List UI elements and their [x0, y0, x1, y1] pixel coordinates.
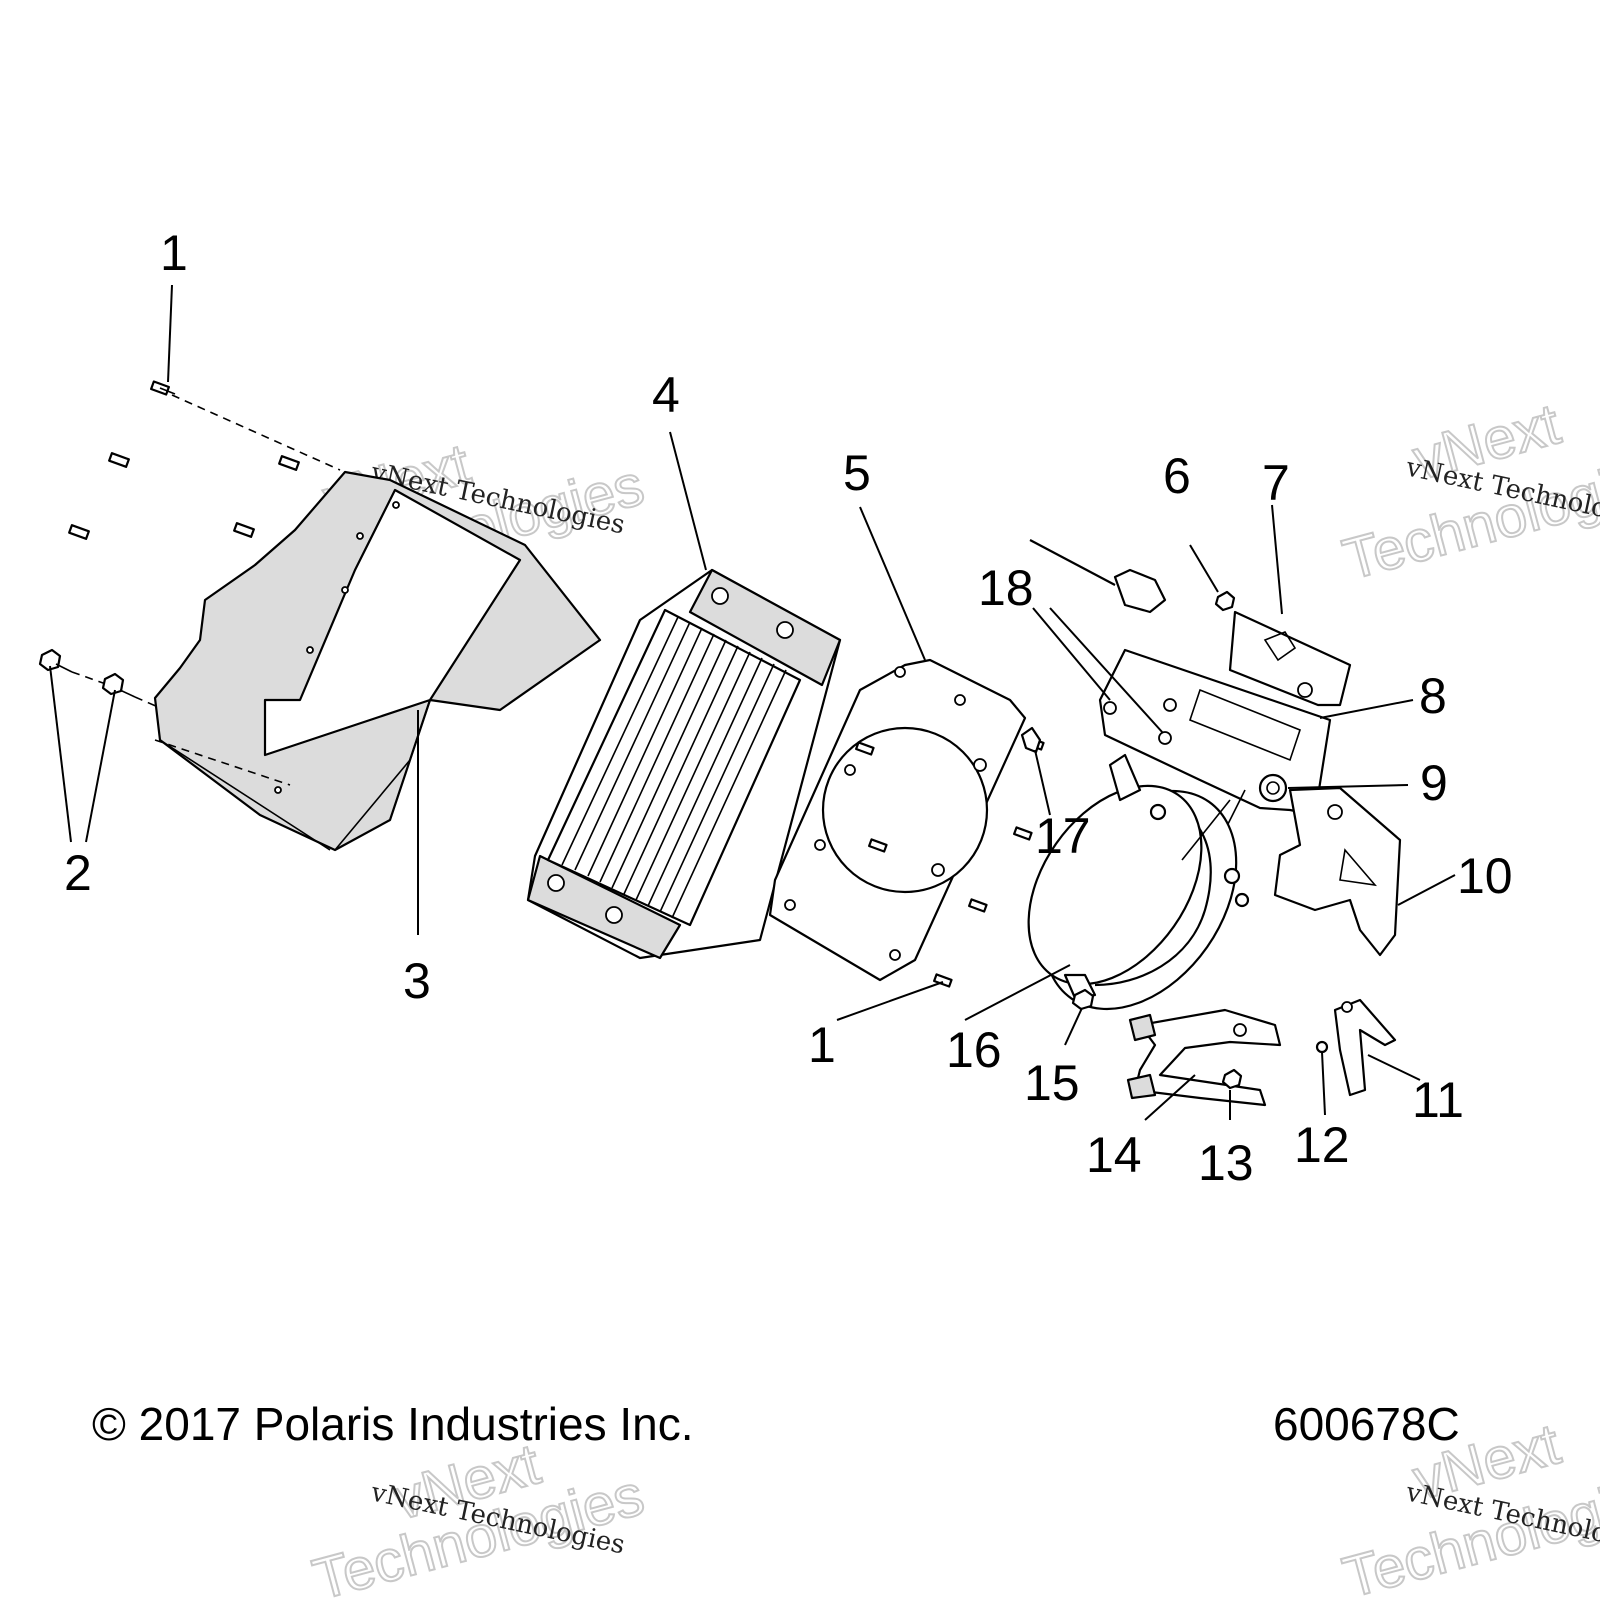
callout-1-bottom: 1	[808, 1017, 836, 1073]
part-rivet-group-top	[68, 380, 341, 540]
rivet-icon	[68, 524, 90, 540]
part-bracket-10	[1273, 786, 1402, 957]
screw-icon	[1149, 803, 1167, 821]
callout-7: 7	[1262, 455, 1290, 511]
part-screw-13	[1221, 1068, 1243, 1090]
part-fan	[1027, 753, 1238, 1011]
rivet-icon	[933, 973, 953, 988]
rivet-icon	[855, 741, 875, 756]
screw-icon	[1234, 892, 1250, 908]
rivet-icon	[233, 522, 255, 538]
screw-icon	[101, 672, 136, 698]
leader-lines	[49, 284, 1456, 1121]
callout-2: 2	[64, 845, 92, 901]
part-fan-screws	[1149, 803, 1250, 908]
part-plate-7	[1228, 610, 1352, 707]
callout-15: 15	[1024, 1055, 1080, 1111]
callout-4: 4	[652, 367, 680, 423]
part-shroud	[153, 470, 602, 852]
callout-16: 16	[946, 1022, 1002, 1078]
part-grommet	[1258, 773, 1288, 803]
part-screw-12	[1315, 1040, 1329, 1054]
callout-labels: 1 2 3 4 5 6 7 8 9 10 11 12 13 14 15 16 1…	[64, 225, 1513, 1191]
callout-3: 3	[403, 953, 431, 1009]
screw-icon	[1223, 867, 1241, 885]
rivet-icon	[1013, 826, 1033, 841]
callout-17: 17	[1035, 808, 1091, 864]
part-fan-shroud-plate	[768, 658, 1027, 982]
callout-10: 10	[1457, 848, 1513, 904]
rivet-icon	[868, 838, 888, 853]
rivet-icon	[278, 455, 300, 471]
callout-6: 6	[1163, 448, 1191, 504]
screw-icon	[38, 648, 73, 673]
callout-11: 11	[1412, 1072, 1464, 1128]
part-bracket-11	[1333, 998, 1397, 1097]
diagram-id: 600678C	[1273, 1398, 1460, 1450]
radiator-fins	[561, 616, 787, 919]
callout-12: 12	[1294, 1117, 1350, 1173]
watermark-bottom-left: vNext Technologies vNext Technologies	[306, 1430, 652, 1600]
callout-5: 5	[843, 445, 871, 501]
callout-9: 9	[1420, 755, 1448, 811]
callout-8: 8	[1419, 668, 1447, 724]
watermark-top-right: vNext Technologies vNext Technologies	[1336, 390, 1600, 593]
callout-18: 18	[978, 560, 1034, 616]
part-screws	[38, 648, 166, 711]
copyright-text: © 2017 Polaris Industries Inc.	[92, 1398, 694, 1450]
callout-1-top: 1	[160, 225, 188, 281]
rivet-icon	[150, 380, 176, 396]
part-clip	[1020, 726, 1042, 754]
callout-13: 13	[1198, 1135, 1254, 1191]
rivet-icon	[108, 452, 130, 468]
callout-14: 14	[1086, 1127, 1142, 1183]
part-bracket-14	[1126, 1008, 1282, 1107]
part-nut-15	[1071, 988, 1095, 1011]
part-screw-6	[1214, 590, 1236, 612]
rivet-icon	[968, 898, 988, 913]
part-radiator	[526, 568, 842, 960]
footer: © 2017 Polaris Industries Inc. 600678C	[92, 1398, 1460, 1450]
